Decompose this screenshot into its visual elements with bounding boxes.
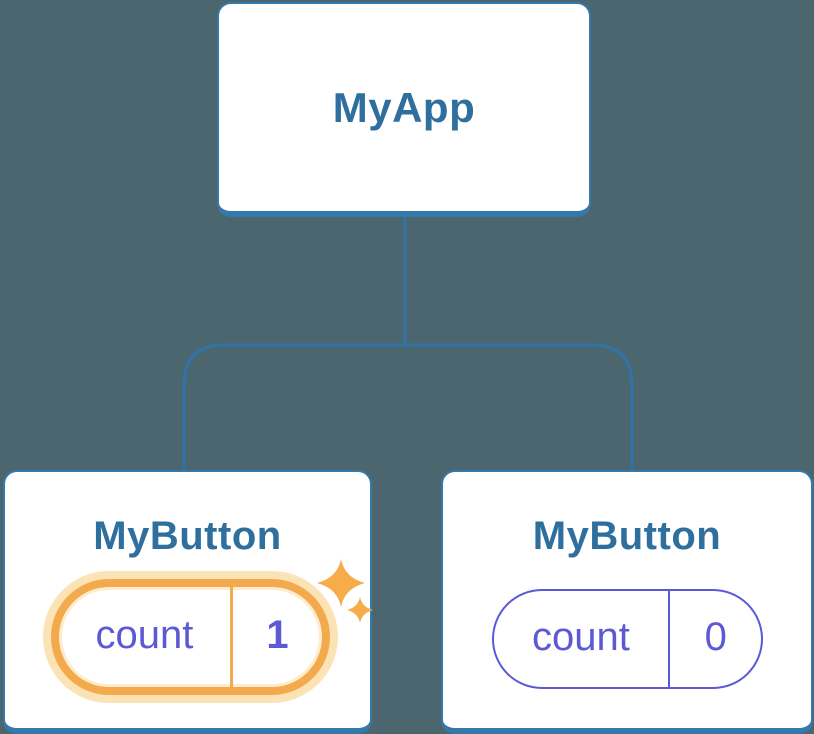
state-value: 1 [266,613,289,657]
node-mybutton-normal: MyButton count 0 [441,470,813,734]
node-mybutton-highlighted: MyButton count 1 [3,470,373,734]
node-mybutton-normal-label: MyButton [532,514,722,558]
state-value: 0 [704,615,727,659]
node-myapp: MyApp [217,2,591,217]
state-pill-normal: count 0 [492,589,763,689]
sparkles-icon [317,559,373,623]
pill-divider [229,587,233,687]
state-key-label: count [95,613,194,657]
node-mybutton-highlighted-label: MyButton [93,514,282,558]
state-pill-highlighted: count 1 [51,579,330,695]
node-myapp-label: MyApp [332,83,476,131]
state-key-label: count [532,615,630,659]
pill-divider [667,591,671,687]
connector-branch [182,343,634,473]
